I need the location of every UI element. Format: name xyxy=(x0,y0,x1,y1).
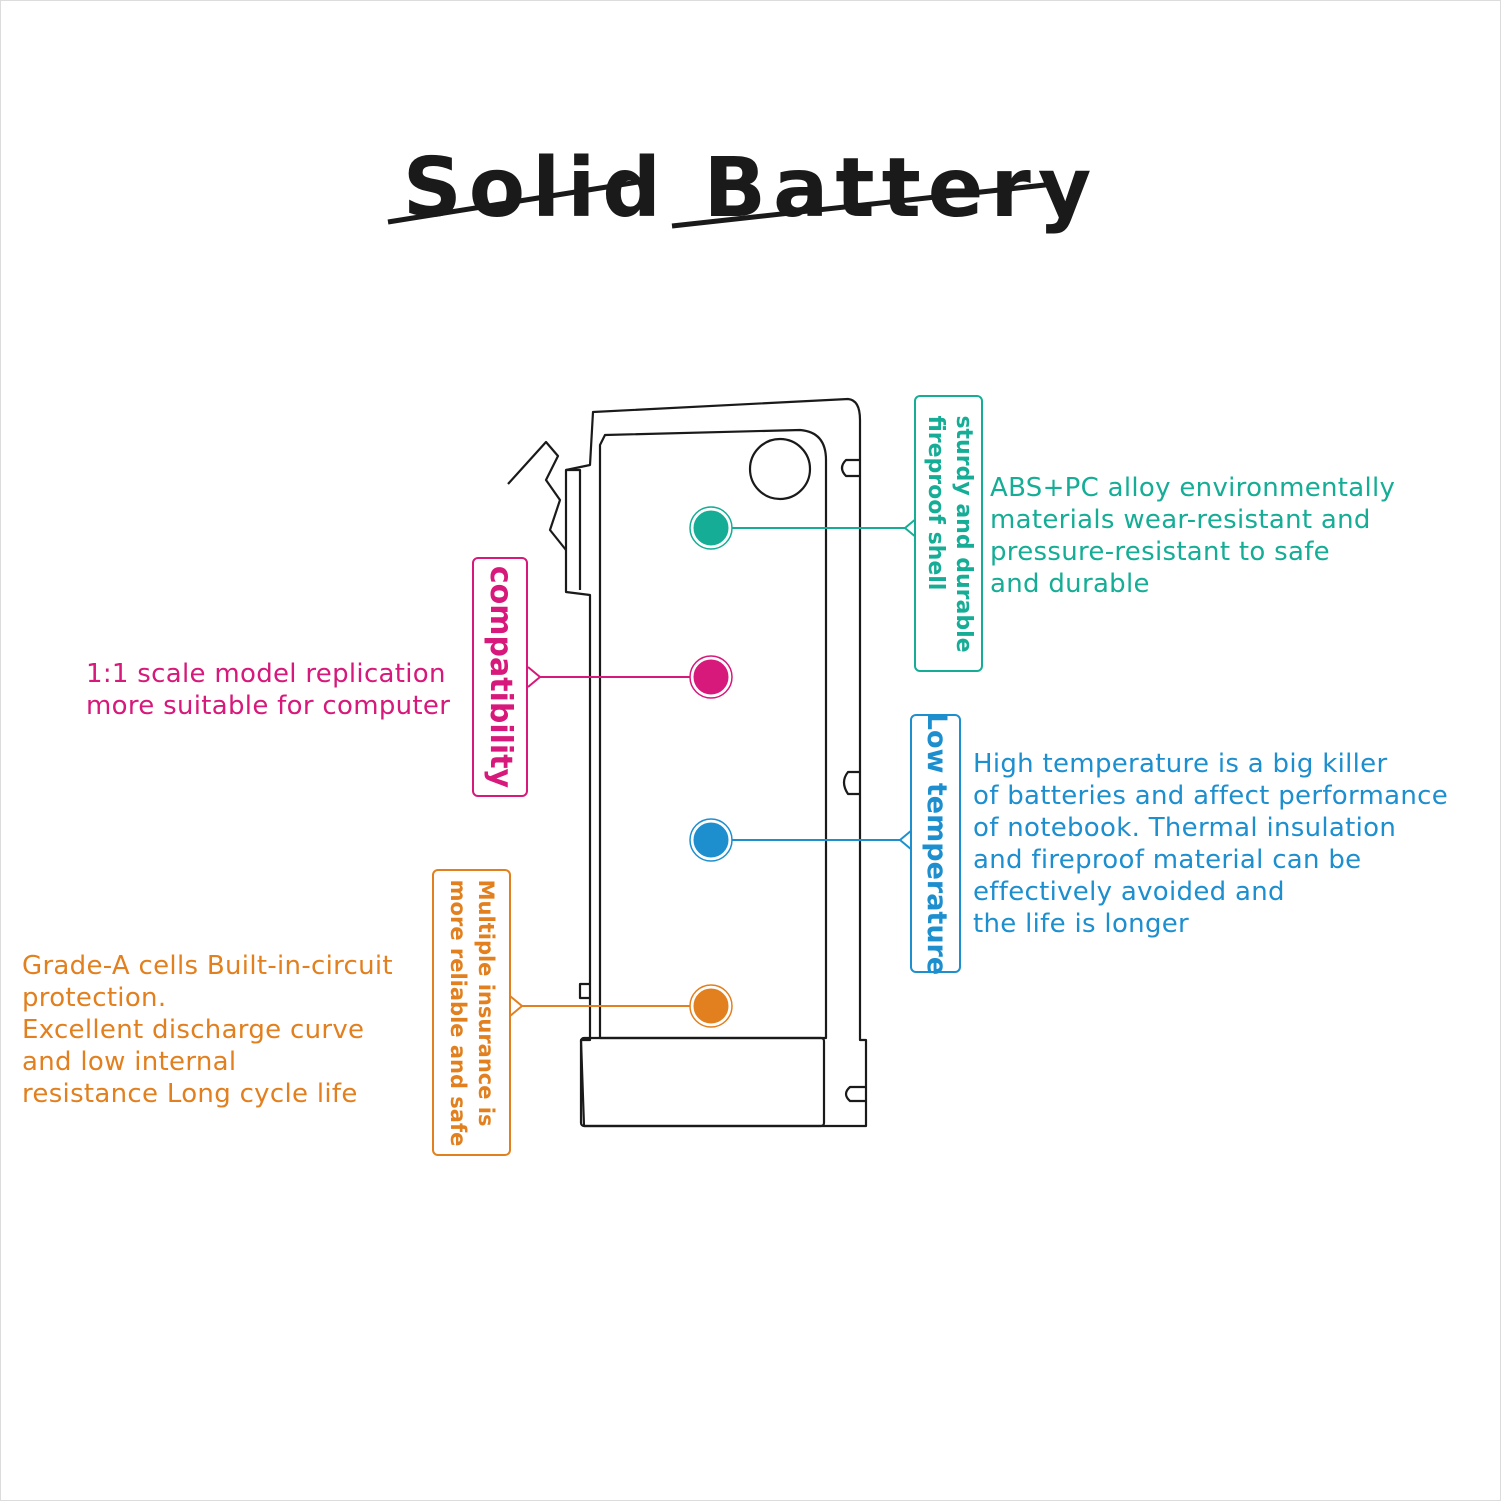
temperature-tag-line-1: Low temperature xyxy=(920,712,952,975)
battery-connector-rail xyxy=(566,468,582,590)
shell-description-line-3: pressure-resistant to safe xyxy=(990,537,1330,567)
temperature-description-line-5: effectively avoided and xyxy=(973,877,1285,907)
compatibility-leader-hook xyxy=(527,666,542,688)
insurance-tag-line-1: Multiple insurance is xyxy=(473,879,498,1126)
insurance-tag: Multiple insurance is more reliable and … xyxy=(432,869,511,1156)
compatibility-tag-line-1: compatibility xyxy=(483,565,518,789)
shell-tag-line-2: fireproof shell xyxy=(922,414,948,590)
notch-top xyxy=(840,458,860,478)
battery-connector xyxy=(507,440,567,551)
shell-tag: sturdy and durable fireproof shell xyxy=(914,395,983,672)
shell-dot xyxy=(690,507,732,549)
shell-description: ABS+PC alloy environmentally materials w… xyxy=(990,472,1395,600)
temperature-connector xyxy=(689,818,913,862)
compatibility-description: 1:1 scale model replication more suitabl… xyxy=(86,658,450,722)
insurance-description-line-5: resistance Long cycle life xyxy=(22,1079,358,1109)
insurance-description-line-2: protection. xyxy=(22,983,167,1013)
insurance-leader-hook xyxy=(509,995,524,1017)
temperature-dot xyxy=(690,819,732,861)
shell-connector xyxy=(689,506,918,550)
compatibility-description-line-1: 1:1 scale model replication xyxy=(86,659,446,689)
battery-outer-body xyxy=(564,397,868,1128)
compatibility-connector xyxy=(527,655,733,699)
temperature-tag: Low temperature xyxy=(910,712,961,975)
shell-description-line-4: and durable xyxy=(990,569,1150,599)
insurance-description-line-4: and low internal xyxy=(22,1047,237,1077)
title-slash-solid xyxy=(387,179,639,225)
battery-bottom-module xyxy=(579,1036,826,1128)
temperature-description-line-3: of notebook. Thermal insulation xyxy=(973,813,1397,843)
shell-description-line-2: materials wear-resistant and xyxy=(990,505,1371,535)
insurance-connector xyxy=(509,984,733,1028)
battery-cell-circle xyxy=(748,437,812,501)
notch-left xyxy=(578,982,590,1000)
insurance-description: Grade-A cells Built-in-circuit protectio… xyxy=(22,950,393,1110)
shell-description-line-1: ABS+PC alloy environmentally xyxy=(990,473,1396,503)
title-slash-battery xyxy=(671,181,1055,229)
temperature-description-line-2: of batteries and affect performance xyxy=(973,781,1449,811)
temperature-description-line-6: the life is longer xyxy=(973,909,1190,939)
compatibility-tag-text: compatibility xyxy=(482,566,518,788)
battery-outline xyxy=(507,397,868,1128)
insurance-description-line-1: Grade-A cells Built-in-circuit xyxy=(22,951,393,981)
insurance-tag-line-2: more reliable and safe xyxy=(445,879,470,1146)
shell-tag-line-1: sturdy and durable xyxy=(950,414,976,653)
temperature-description-line-1: High temperature is a big killer xyxy=(973,749,1388,779)
insurance-dot xyxy=(690,985,732,1027)
compatibility-description-line-2: more suitable for computer xyxy=(86,691,451,721)
notch-bottom xyxy=(844,1085,866,1103)
compatibility-dot xyxy=(690,656,732,698)
insurance-tag-text: Multiple insurance is more reliable and … xyxy=(444,879,500,1146)
insurance-description-line-3: Excellent discharge curve xyxy=(22,1015,365,1045)
compatibility-tag: compatibility xyxy=(472,557,528,797)
temperature-description-line-4: and fireproof material can be xyxy=(973,845,1362,875)
temperature-description: High temperature is a big killer of batt… xyxy=(973,748,1448,940)
shell-tag-text: sturdy and durable fireproof shell xyxy=(921,415,977,652)
notch-middle xyxy=(842,770,860,796)
temperature-tag-text: Low temperature xyxy=(920,712,952,974)
